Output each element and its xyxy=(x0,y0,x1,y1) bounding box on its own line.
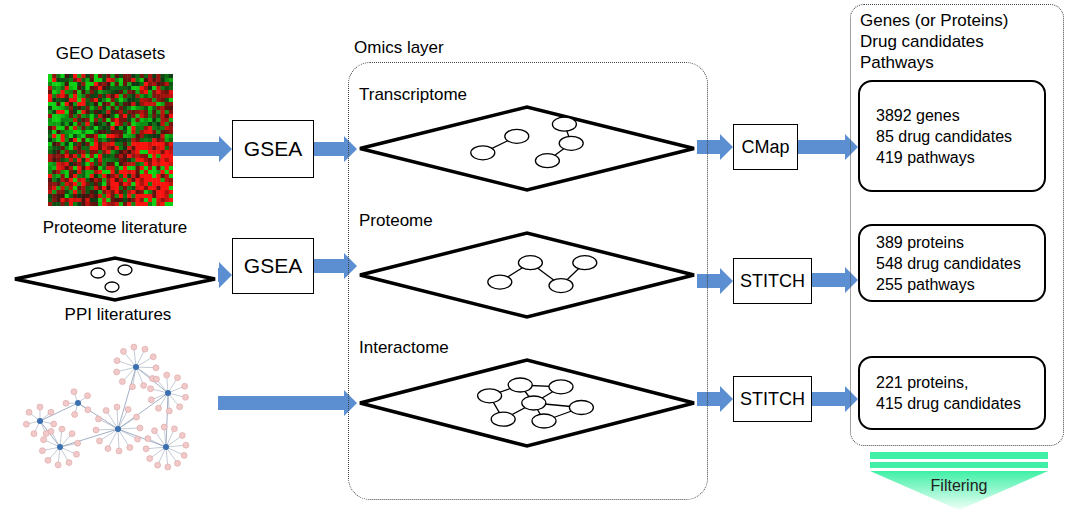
node-label: 221 proteins, xyxy=(876,372,1034,393)
block-arrow xyxy=(314,136,357,162)
node-label: GSEA xyxy=(244,137,302,161)
omics-diamond xyxy=(357,231,697,319)
node-ppi: PPI literatures xyxy=(18,305,218,475)
node-label: Pathways xyxy=(860,52,1008,73)
node-omics: Omics layerTranscriptomeProteomeInteract… xyxy=(348,38,708,500)
node-rbox: 389 proteins548 drug candidates255 pathw… xyxy=(858,224,1046,302)
node-lit: Proteome literature xyxy=(12,218,218,304)
node-rbox: 221 proteins,415 drug candidates xyxy=(858,356,1046,430)
node-res: Genes (or Proteins)Drug candidatesPathwa… xyxy=(850,4,1064,446)
node-label: 419 pathways xyxy=(876,147,1034,168)
node-label: 3892 genes xyxy=(876,105,1034,126)
ppi-network-image xyxy=(18,341,218,475)
node-label: PPI literatures xyxy=(18,305,218,325)
node-label: 389 proteins xyxy=(876,232,1034,253)
node-heat: GEO Datasets xyxy=(48,44,173,206)
node-label: Transcriptome xyxy=(359,85,467,105)
block-arrow xyxy=(173,136,232,162)
node-label: Filtering xyxy=(870,477,1048,495)
node-label: STITCH xyxy=(740,389,805,410)
node-label: GSEA xyxy=(244,254,302,278)
literature-diamond xyxy=(12,256,218,302)
heatmap-image xyxy=(48,74,173,206)
block-arrow xyxy=(218,390,357,416)
block-arrow xyxy=(314,253,357,279)
block-arrow xyxy=(697,386,733,412)
block-arrow xyxy=(697,268,733,294)
node-label: Genes (or Proteins) xyxy=(860,10,1008,31)
node-label: STITCH xyxy=(740,271,805,292)
node-box: STITCH xyxy=(733,376,812,422)
omics-diamond xyxy=(357,105,697,192)
block-arrow xyxy=(812,267,858,293)
node-label: Drug candidates xyxy=(860,31,1008,52)
node-dia: Transcriptome xyxy=(357,85,697,192)
block-arrow xyxy=(218,262,232,288)
node-label: Proteome literature xyxy=(12,218,218,238)
node-box: CMap xyxy=(733,124,798,170)
node-label: 255 pathways xyxy=(876,274,1034,295)
panel-heading: Genes (or Proteins)Drug candidatesPathwa… xyxy=(860,10,1008,73)
node-dia: Proteome xyxy=(357,211,697,319)
node-label: 415 drug candidates xyxy=(876,393,1034,414)
block-arrow xyxy=(697,134,733,160)
omics-diamond xyxy=(357,358,697,448)
node-label: GEO Datasets xyxy=(48,44,173,64)
node-box: GSEA xyxy=(232,238,314,294)
node-box: STITCH xyxy=(733,258,812,304)
node-funnel: Filtering xyxy=(870,450,1048,510)
node-label: 548 drug candidates xyxy=(876,253,1034,274)
node-label: Proteome xyxy=(359,211,433,231)
node-label: CMap xyxy=(741,137,789,158)
node-label: Omics layer xyxy=(354,38,444,58)
block-arrow xyxy=(798,134,858,160)
node-rbox: 3892 genes85 drug candidates419 pathways xyxy=(858,80,1046,192)
node-label: Interactome xyxy=(359,338,449,358)
node-label: 85 drug candidates xyxy=(876,126,1034,147)
node-dia: Interactome xyxy=(357,338,697,448)
block-arrow xyxy=(812,386,858,412)
node-box: GSEA xyxy=(232,120,314,178)
